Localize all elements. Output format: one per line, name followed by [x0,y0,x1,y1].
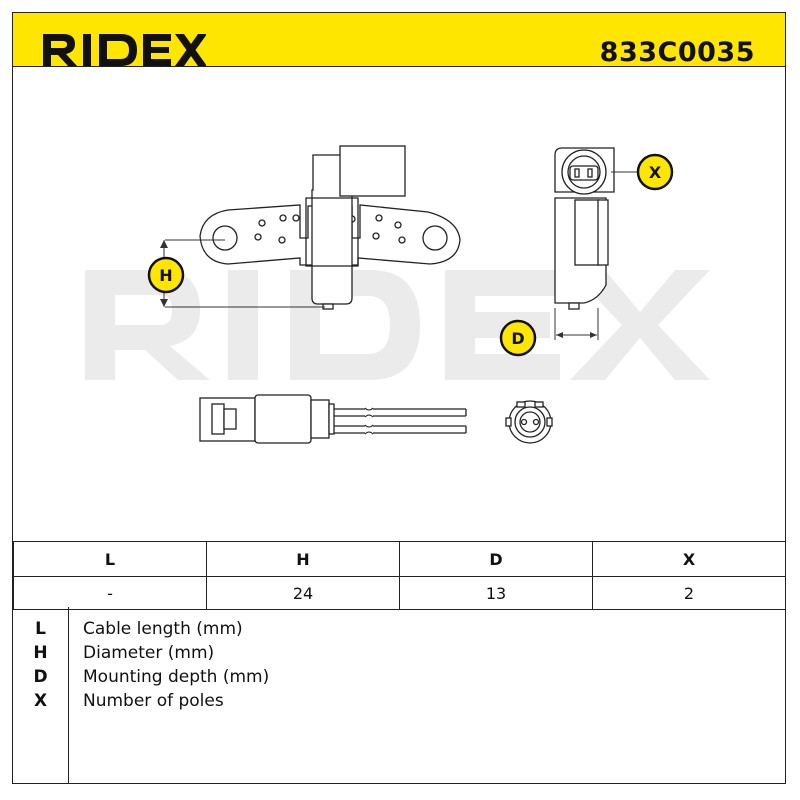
header-x: X [592,541,786,577]
callout-x: X [636,153,674,191]
dimensions-value-row: - 24 13 2 [13,576,786,610]
legend-description: Diameter (mm) [83,643,215,663]
callout-x-label: X [649,163,662,182]
connector-end-view [505,400,553,444]
dimensions-table: L H D X - 24 13 2 [13,541,786,610]
header-d: D [399,541,593,577]
callout-d-label: D [511,329,524,348]
header-l: L [13,541,207,577]
callout-h-label: H [159,266,172,285]
legend-item: D Mounting depth (mm) [13,667,786,691]
callout-h: H [147,256,185,294]
legend-key: L [35,619,46,639]
legend-description: Number of poles [83,691,224,711]
ridex-logo [43,34,206,66]
legend-description: Cable length (mm) [83,619,243,639]
header-h: H [206,541,400,577]
value-x: 2 [592,576,786,610]
ridex-watermark [85,270,710,380]
legend-description: Mounting depth (mm) [83,667,270,687]
legend-item: H Diameter (mm) [13,643,786,667]
sensor-side-view [554,147,615,310]
value-h: 24 [206,576,400,610]
legend-item: X Number of poles [13,691,786,715]
value-d: 13 [399,576,593,610]
value-l: - [13,576,207,610]
legend-item: L Cable length (mm) [13,619,786,643]
header-bar: 833C0035 [12,12,786,68]
legend-key: H [33,643,48,663]
spec-sheet [12,12,786,784]
legend-divider [68,607,70,784]
legend-key: X [33,691,48,711]
callout-d: D [499,319,537,357]
legend-key: D [33,667,48,687]
sensor-connector [199,394,467,444]
dimensions-header-row: L H D X [13,541,786,577]
sensor-drawing: H X D [85,145,710,444]
part-number: 833C0035 [599,37,755,68]
legend: L Cable length (mm) H Diameter (mm) D Mo… [13,607,786,784]
